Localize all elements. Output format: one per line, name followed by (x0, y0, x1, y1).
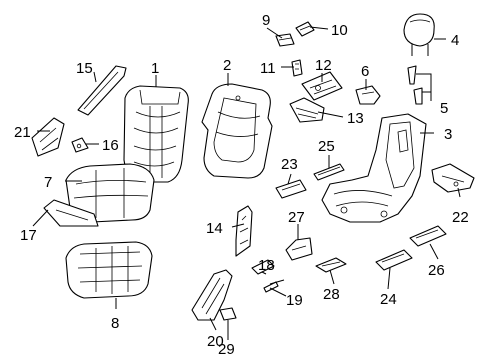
part-15-trim-strip (77, 65, 127, 116)
part-3-seat-frame (321, 113, 427, 223)
part-14-side-shield (235, 205, 253, 257)
callout-4: 4 (451, 32, 459, 49)
part-21-side-bracket (31, 117, 65, 157)
callout-17: 17 (20, 227, 37, 244)
part-18-trim-clip (251, 259, 275, 275)
part-2-seatback-frame (201, 83, 273, 179)
callout-21: 21 (14, 124, 31, 141)
callout-14: 14 (206, 220, 223, 237)
callout-11: 11 (260, 60, 276, 77)
callout-18: 18 (258, 257, 275, 274)
callout-1: 1 (151, 60, 159, 77)
callout-2: 2 (223, 57, 231, 74)
part-29-block (219, 307, 237, 321)
part-28-cover-block (315, 257, 347, 273)
callout-19: 19 (286, 292, 303, 309)
part-17-trim-panel (43, 199, 99, 227)
part-8-cushion-pad (65, 241, 153, 299)
part-25-trim-piece (313, 163, 345, 181)
part-12-latch (301, 71, 343, 101)
callout-26: 26 (428, 262, 445, 279)
callout-16: 16 (102, 137, 119, 154)
callout-25: 25 (318, 138, 335, 155)
part-6-cap (355, 85, 381, 105)
callout-7: 7 (44, 174, 52, 191)
callout-29: 29 (218, 341, 235, 358)
callout-5: 5 (440, 100, 448, 117)
part-4-headrest (403, 13, 435, 56)
part-7-cushion-cover (65, 163, 155, 223)
callout-8: 8 (111, 315, 119, 332)
callout-22: 22 (452, 209, 469, 226)
callout-12: 12 (315, 57, 332, 74)
callout-24: 24 (380, 291, 397, 308)
leader-lines (32, 26, 461, 340)
part-19-pin (263, 279, 285, 293)
part-16-clip (71, 137, 89, 153)
part-26-rail-cover (409, 225, 447, 247)
callout-9: 9 (262, 12, 270, 29)
part-5-headrest-guides (407, 65, 423, 105)
part-10-clip (295, 21, 315, 37)
part-11-bracket (291, 59, 303, 77)
callout-15: 15 (76, 60, 93, 77)
callout-6: 6 (361, 63, 369, 80)
callout-23: 23 (281, 156, 298, 173)
part-20-side-trim (191, 269, 233, 321)
part-24-rail-cover (375, 249, 413, 271)
callout-20: 20 (207, 333, 224, 350)
callout-3: 3 (444, 126, 452, 143)
callout-27: 27 (288, 209, 305, 226)
callout-28: 28 (323, 286, 340, 303)
part-27-cover (285, 237, 313, 261)
callout-13: 13 (347, 110, 364, 127)
part-13-release-handle (289, 97, 325, 123)
callout-10: 10 (331, 22, 348, 39)
part-23-trim-piece (275, 179, 307, 199)
part-22-bracket (431, 163, 475, 193)
